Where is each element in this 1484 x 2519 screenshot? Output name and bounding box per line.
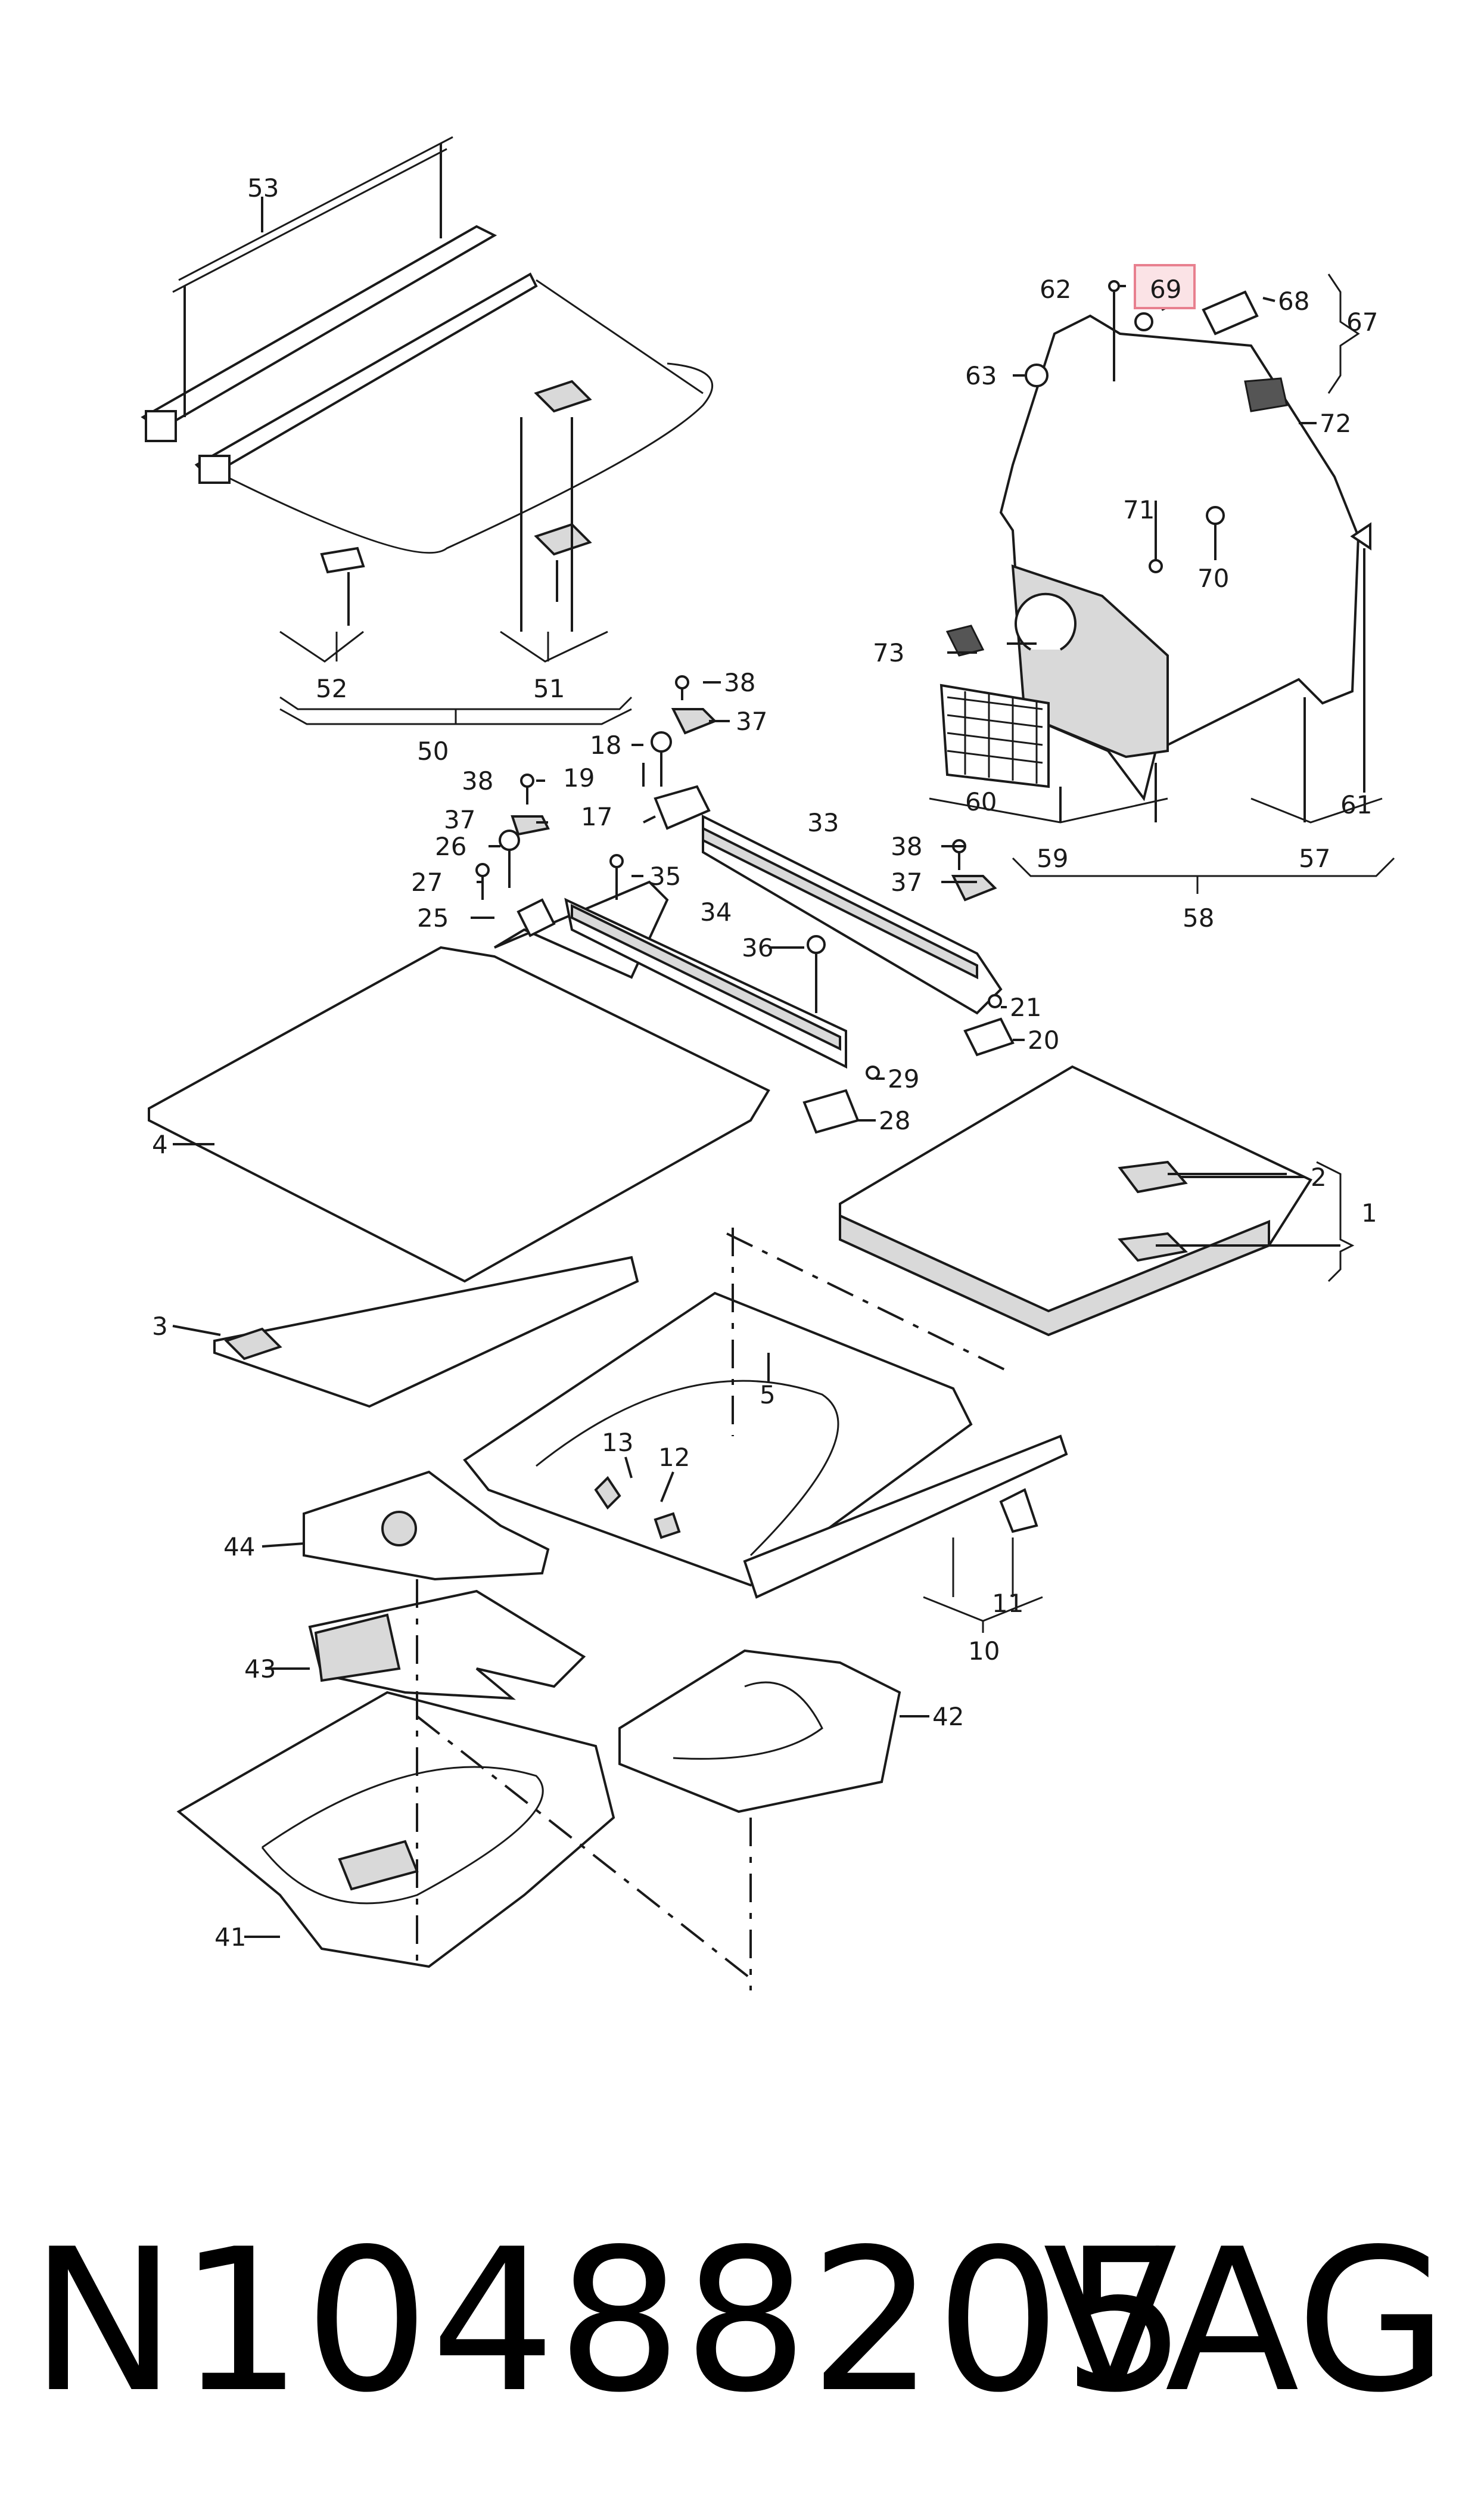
callout-57[interactable]: 57 xyxy=(1299,844,1330,873)
callout-50[interactable]: 50 xyxy=(417,737,449,766)
luggage-cover-assembly xyxy=(141,136,714,725)
callout-37-top[interactable]: 37 xyxy=(736,707,767,736)
load-floor-assembly xyxy=(148,946,1355,1633)
callout-29[interactable]: 29 xyxy=(888,1064,919,1094)
callout-70[interactable]: 70 xyxy=(1197,564,1229,593)
callout-5[interactable]: 5 xyxy=(760,1380,776,1409)
callout-69[interactable]: 69 xyxy=(1150,275,1181,304)
callout-63[interactable]: 63 xyxy=(965,361,997,390)
callout-12[interactable]: 12 xyxy=(658,1443,690,1472)
side-trim-assembly xyxy=(929,274,1395,894)
callout-72[interactable]: 72 xyxy=(1320,409,1351,438)
callout-43[interactable]: 43 xyxy=(244,1654,276,1684)
callout-21[interactable]: 21 xyxy=(1010,993,1041,1022)
callout-2[interactable]: 2 xyxy=(1311,1163,1327,1192)
part-number: N10488205 xyxy=(30,2207,1189,2436)
callout-19[interactable]: 19 xyxy=(563,763,595,793)
brand-label: VAG xyxy=(1043,2207,1448,2436)
callout-37-left[interactable]: 37 xyxy=(444,805,475,834)
callout-26[interactable]: 26 xyxy=(435,832,466,861)
callout-13[interactable]: 13 xyxy=(602,1428,633,1457)
callout-38-top[interactable]: 38 xyxy=(724,668,755,697)
callout-11[interactable]: 11 xyxy=(992,1589,1023,1618)
callout-labels: 53 69 62 68 67 63 72 71 70 73 60 59 57 6… xyxy=(152,173,1378,1952)
callout-35[interactable]: 35 xyxy=(649,862,681,891)
callout-53[interactable]: 53 xyxy=(247,173,279,203)
callout-41[interactable]: 41 xyxy=(214,1922,246,1952)
leader-lines xyxy=(172,197,1317,1938)
callout-73[interactable]: 73 xyxy=(873,638,904,667)
callout-1[interactable]: 1 xyxy=(1361,1198,1377,1228)
callout-34[interactable]: 34 xyxy=(700,897,732,927)
callout-20[interactable]: 20 xyxy=(1028,1026,1059,1055)
callout-61[interactable]: 61 xyxy=(1340,790,1372,819)
highlighted-callout-box xyxy=(1134,264,1196,309)
callout-38-left[interactable]: 38 xyxy=(462,766,493,796)
callout-38-right[interactable]: 38 xyxy=(891,832,922,861)
callout-33[interactable]: 33 xyxy=(807,808,839,837)
callout-25[interactable]: 25 xyxy=(417,903,449,933)
callout-37-right[interactable]: 37 xyxy=(891,868,922,897)
callout-3[interactable]: 3 xyxy=(152,1312,168,1341)
callout-59[interactable]: 59 xyxy=(1037,844,1068,873)
callout-44[interactable]: 44 xyxy=(223,1532,255,1561)
callout-18[interactable]: 18 xyxy=(590,731,621,760)
callout-58[interactable]: 58 xyxy=(1183,903,1214,933)
callout-67[interactable]: 67 xyxy=(1346,308,1378,337)
callout-4[interactable]: 4 xyxy=(152,1130,168,1159)
callout-71[interactable]: 71 xyxy=(1123,495,1155,524)
exploded-parts-diagram: 53 69 62 68 67 63 72 71 70 73 60 59 57 6… xyxy=(141,136,1395,1990)
callout-60[interactable]: 60 xyxy=(965,787,997,816)
callout-17[interactable]: 17 xyxy=(581,802,612,831)
callout-42[interactable]: 42 xyxy=(932,1702,964,1731)
spare-wheel-well-assembly xyxy=(176,1470,901,1990)
callout-52[interactable]: 52 xyxy=(316,674,347,703)
callout-62[interactable]: 62 xyxy=(1040,275,1071,304)
callout-36[interactable]: 36 xyxy=(742,933,773,962)
floor-rails-assembly xyxy=(475,675,1015,1134)
callout-28[interactable]: 28 xyxy=(879,1106,910,1135)
callout-51[interactable]: 51 xyxy=(533,674,565,703)
callout-68[interactable]: 68 xyxy=(1278,287,1309,316)
callout-27[interactable]: 27 xyxy=(411,868,443,897)
callout-10[interactable]: 10 xyxy=(968,1636,1000,1666)
